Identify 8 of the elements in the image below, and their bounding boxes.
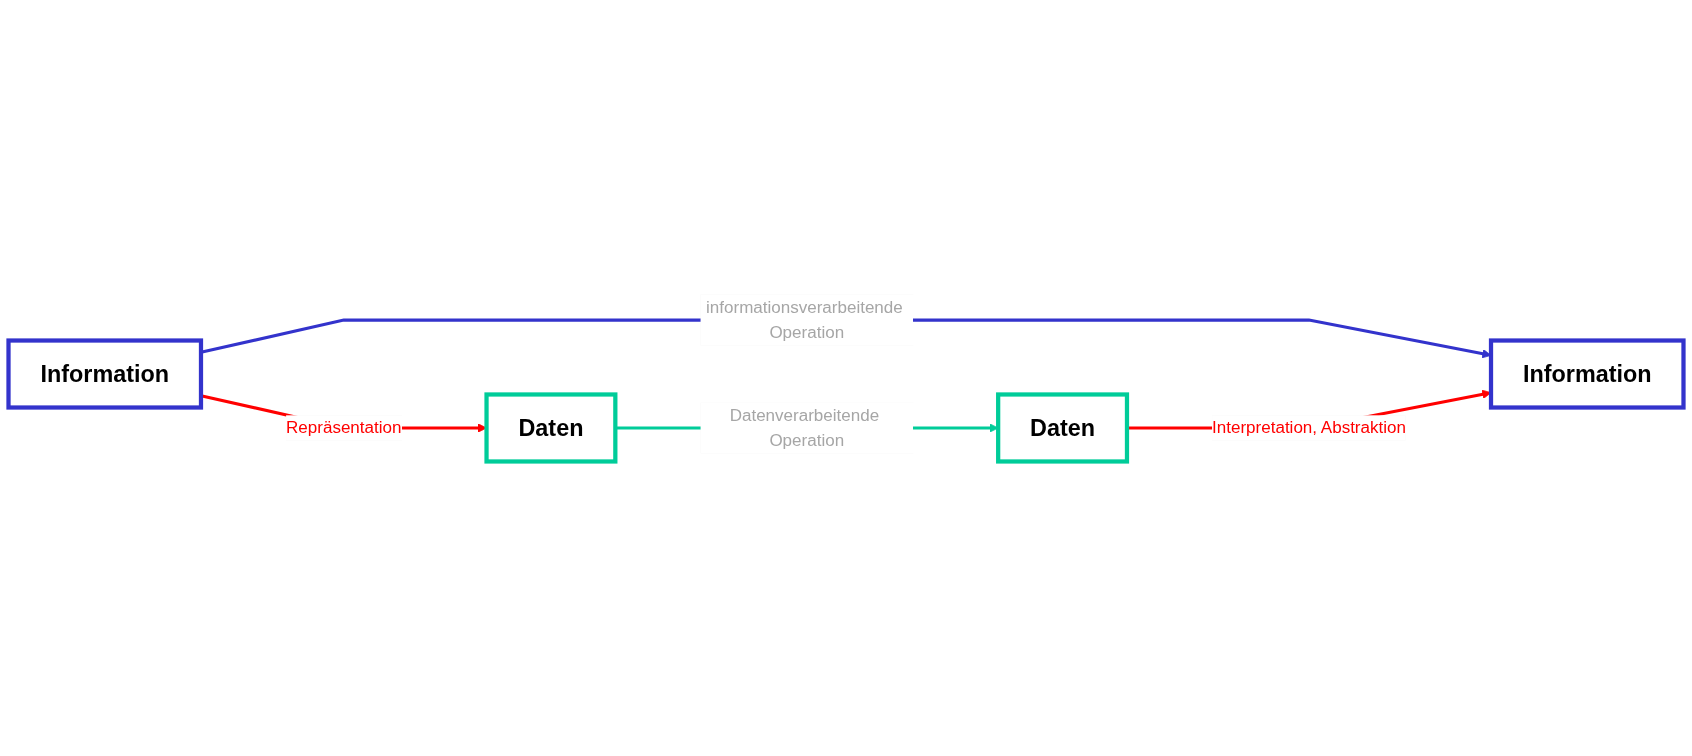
node-box: Daten xyxy=(996,392,1130,464)
edge-label: Repräsentation xyxy=(286,418,402,437)
node-box: Information xyxy=(1488,338,1686,410)
edge-label: Interpretation, Abstraktion xyxy=(1212,418,1406,437)
node-box: Daten xyxy=(484,392,618,464)
edge-label: informationsverarbeitende Operation xyxy=(706,297,903,342)
node-box: Information xyxy=(6,338,204,410)
edge-label: Datenverarbeitende Operation xyxy=(729,405,880,450)
